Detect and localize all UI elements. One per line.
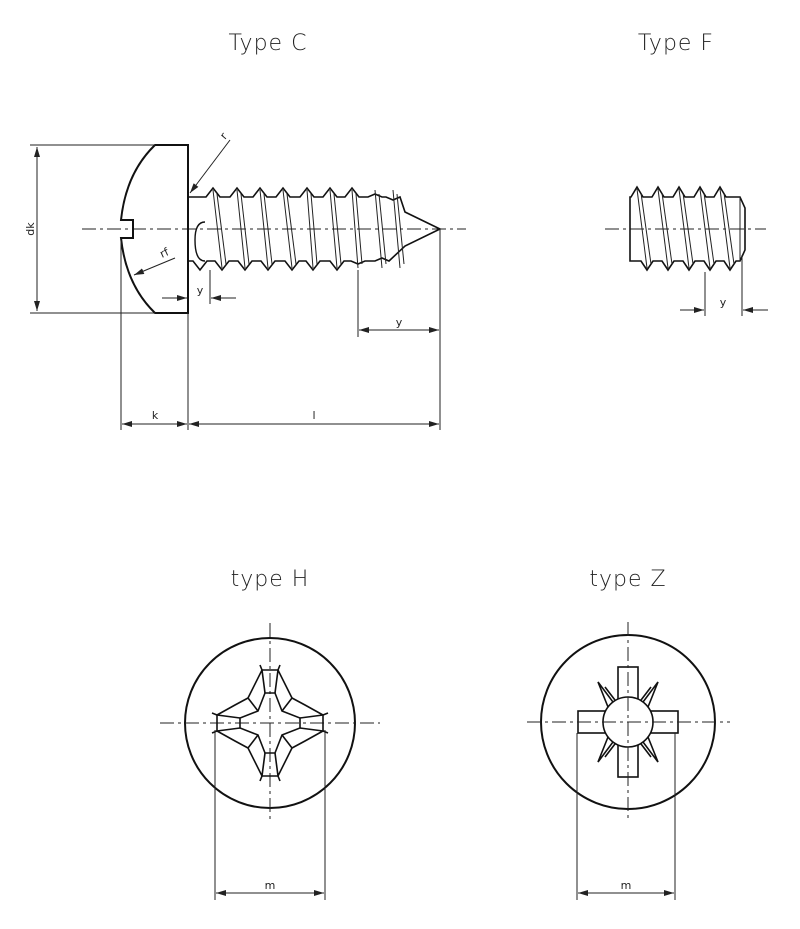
title-type-z: type Z <box>589 567 666 592</box>
thread-profile-f <box>629 185 746 272</box>
rf-label: rf <box>158 245 172 261</box>
y-head-label: y <box>197 284 204 297</box>
type-h-head: m <box>160 623 380 900</box>
title-type-h: type H <box>231 567 310 592</box>
l-label: l <box>312 409 315 422</box>
screw-head <box>119 144 189 314</box>
m-z-label: m <box>621 879 632 892</box>
m-h-label: m <box>265 879 276 892</box>
type-z-head: m <box>527 622 730 900</box>
rf-leader <box>133 257 176 276</box>
type-c-screw: dk k l y y r rf <box>24 130 466 430</box>
type-f-tip: y <box>605 185 768 316</box>
y-tip-label: y <box>396 316 403 329</box>
dk-label: dk <box>24 222 37 236</box>
phillips-recess <box>211 664 329 782</box>
y-f-label: y <box>720 296 727 309</box>
r-label: r <box>217 130 230 142</box>
r-leader <box>189 139 231 194</box>
k-label: k <box>152 409 159 422</box>
title-type-c: Type C <box>229 31 308 56</box>
title-type-f: Type F <box>638 31 714 56</box>
